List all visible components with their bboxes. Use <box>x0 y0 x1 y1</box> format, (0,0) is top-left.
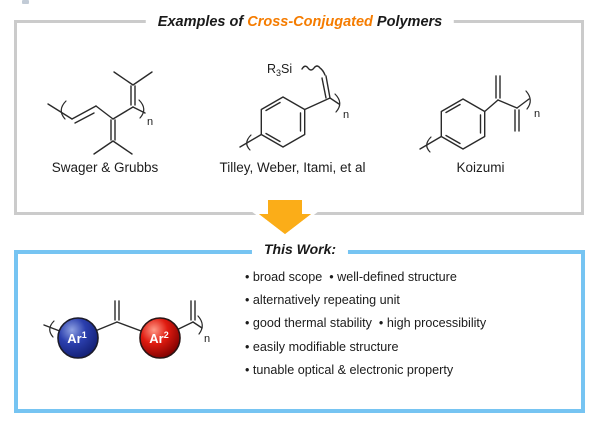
structure-label-tilley-weber-itami: Tilley, Weber, Itami, et al <box>219 160 366 175</box>
feature-list: • broad scope • well-defined structure •… <box>245 266 575 382</box>
polymer-structure-koizumi: n <box>419 75 540 153</box>
structure-label-swager-grubbs: Swager & Grubbs <box>51 160 159 175</box>
down-arrow-icon <box>251 198 319 238</box>
title-suffix: Polymers <box>372 14 443 30</box>
repeat-subscript: n <box>534 108 540 120</box>
title-prefix: Examples of <box>157 14 248 30</box>
ar2-sphere <box>139 317 181 359</box>
examples-panel-title: Examples of Cross-Conjugated Polymers <box>145 13 455 31</box>
feature-line: • easily modifiable structure <box>245 339 399 354</box>
feature-line: • tunable optical & electronic property <box>245 362 454 377</box>
repeat-subscript: n <box>204 333 210 345</box>
silyl-group-label: R3Si <box>267 62 292 78</box>
polymer-structure-tilley-weber-itami: R3Si n <box>239 62 349 151</box>
repeat-subscript: n <box>343 109 349 121</box>
feature-line: • broad scope • well-defined structure <box>245 270 457 284</box>
ar1-sphere <box>57 317 99 359</box>
ar1-label: Ar1 <box>67 330 86 346</box>
polymer-structure-this-work: Ar1 Ar2 n <box>43 300 210 359</box>
feature-line: • good thermal stability • high processi… <box>245 316 487 331</box>
screenshot-artifact <box>22 0 29 4</box>
ar2-label: Ar2 <box>149 330 168 346</box>
this-work-title: This Work: <box>251 240 349 258</box>
title-highlight: Cross-Conjugated <box>247 14 373 30</box>
repeat-subscript: n <box>147 116 153 128</box>
structure-label-koizumi: Koizumi <box>456 160 505 175</box>
this-work-panel <box>14 250 585 413</box>
feature-line: • alternatively repeating unit <box>245 293 400 308</box>
polymer-structure-swager-grubbs: n <box>47 71 153 155</box>
